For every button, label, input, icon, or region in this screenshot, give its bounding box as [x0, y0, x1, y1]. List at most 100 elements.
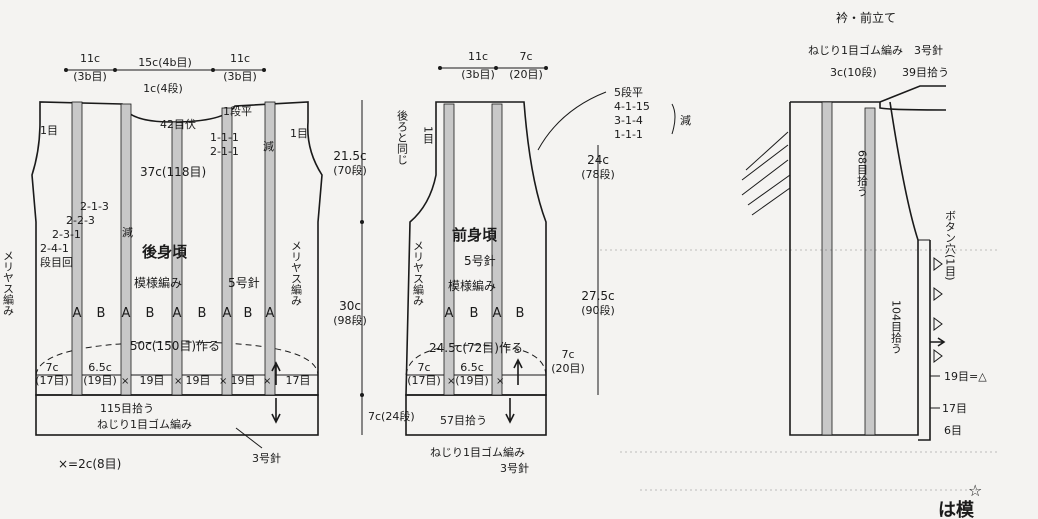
front-cast-on: 24.5c(72目)作る: [429, 341, 523, 355]
front-lower-rows: (90段): [581, 303, 615, 317]
back-top-width-right: 11c: [230, 52, 250, 65]
front-neck-dec-3: 1-1-1: [614, 128, 643, 141]
back-armhole-dec-4: 段目回: [40, 255, 73, 269]
band-st6: 6目: [944, 424, 962, 437]
back-cast-on: 50c(150目)作る: [130, 339, 220, 353]
back-dec-mark-right: 減: [263, 139, 274, 153]
back-neck-sts: 42目伏: [160, 117, 196, 131]
front-neck-mark: 減: [680, 113, 691, 127]
ab-label: B: [198, 306, 207, 321]
band-st19: 19目=△: [944, 370, 987, 383]
back-chest: 37c(118目): [140, 165, 206, 179]
body-height: 30c: [339, 299, 361, 313]
ab-label: A: [445, 306, 454, 321]
back-pickup: 115目拾う: [100, 401, 154, 415]
band-pickup-top: 39目拾う: [902, 65, 949, 79]
ab-label: B: [97, 306, 106, 321]
footer-text: は模: [938, 499, 975, 519]
band-buttonhole: ボタン穴(1目): [944, 210, 957, 281]
rib-height: 7c(24段): [368, 409, 415, 423]
front-neck-rows: (78段): [581, 167, 615, 181]
back-piece: 11c 15c(4b目) 11c (3b目) (3b目) 1c(4段) 42目伏…: [2, 52, 323, 471]
back-top-sub-left: (3b目): [73, 70, 107, 83]
back-armhole-dec-3: 2-4-1: [40, 242, 69, 255]
back-neck-dec-0: 1段平: [223, 104, 252, 118]
front-top-sub-0: (3b目): [461, 68, 495, 81]
front-neck-dec-2: 3-1-4: [614, 114, 643, 127]
ab-label: B: [516, 306, 525, 321]
body-rows: (98段): [333, 313, 367, 327]
front-bottom-w2: 7c: [561, 348, 574, 361]
front-back-same: 後ろと同じ: [396, 109, 409, 165]
ab-label: A: [173, 306, 182, 321]
front-neck-height: 24c: [587, 153, 609, 167]
back-bottom-w2: 19目: [140, 374, 165, 387]
front-neck-dec-0: 5段平: [614, 85, 643, 99]
front-lower-height: 27.5c: [581, 289, 614, 303]
band-title: 衿・前立て: [836, 10, 896, 25]
back-neck-dec-2: 2-1-1: [210, 145, 239, 158]
ab-label: A: [73, 306, 82, 321]
back-dec-mark-left: 減: [122, 225, 133, 239]
front-pickup: 57目拾う: [440, 413, 487, 427]
height-dims: 21.5c (70段) 30c (98段) 7c(24段): [333, 100, 415, 435]
front-bottom-sub0: (17目): [407, 374, 441, 387]
svg-text:×: ×: [496, 376, 504, 387]
band-pickup-104: 104目拾う: [890, 300, 903, 354]
band-st17: 17目: [942, 402, 967, 415]
front-needle: 5号針: [464, 253, 496, 268]
back-armhole-dec-0: 2-1-3: [80, 200, 109, 213]
back-needle: 5号針: [228, 275, 260, 290]
front-side: メリヤス編み: [412, 240, 425, 306]
front-needle3: 3号針: [500, 461, 529, 475]
ab-label: B: [146, 306, 155, 321]
front-bottom-w1: 6.5c: [460, 361, 484, 374]
front-neck-dec-1: 4-1-15: [614, 100, 650, 113]
front-bottom-sub1: (19目): [455, 374, 489, 387]
back-neck-dec-1: 1-1-1: [210, 131, 239, 144]
svg-text:×: ×: [121, 376, 129, 387]
ab-label: A: [223, 306, 232, 321]
back-bottom-sub1: (19目): [83, 374, 117, 387]
back-needle3: 3号針: [252, 451, 281, 465]
front-ribbing-label: ねじり1目ゴム編み: [430, 445, 525, 459]
front-ab-labels: A B A B: [445, 306, 525, 321]
back-bottom-w5: 17目: [286, 374, 311, 387]
front-ribbing: [405, 394, 547, 436]
back-bottom-w0: 7c: [45, 361, 58, 374]
back-top-width-center: 15c(4b目): [138, 56, 192, 69]
back-title: 後身頃: [141, 243, 188, 261]
ab-label: B: [470, 306, 479, 321]
back-bottom-w1: 6.5c: [88, 361, 112, 374]
band-top-rows: 3c(10段): [830, 65, 877, 79]
back-bottom-w4: 19目: [231, 374, 256, 387]
svg-text:×: ×: [174, 376, 182, 387]
ab-label: B: [244, 306, 253, 321]
back-top-width-left: 11c: [80, 52, 100, 65]
front-outline: [405, 101, 547, 396]
back-ribbing-label: ねじり1目ゴム編み: [97, 417, 192, 431]
back-pattern: 模様編み: [134, 275, 182, 290]
back-ab-labels: A B A B A B A B A: [73, 306, 275, 321]
front-top-sub-1: (20目): [509, 68, 543, 81]
band-pickup-68: 68目拾う: [856, 150, 869, 197]
back-side-left: メリヤス編み: [2, 250, 15, 316]
front-one-st: 1目: [422, 126, 435, 144]
background-bleed: [600, 249, 1000, 491]
front-title: 前身頃: [452, 226, 498, 244]
armhole-height: 21.5c: [333, 149, 366, 163]
back-armhole-dec-2: 2-3-1: [52, 228, 81, 241]
back-bottom-sub0: (17目): [35, 374, 69, 387]
ab-label: A: [493, 306, 502, 321]
svg-text:×: ×: [447, 376, 455, 387]
ab-label: A: [122, 306, 131, 321]
back-one-st-right: 1目: [290, 127, 308, 140]
front-bottom-sub2: (20目): [551, 362, 585, 375]
back-bottom-w3: 19目: [186, 374, 211, 387]
svg-text:×: ×: [263, 376, 271, 387]
ab-label: A: [266, 306, 275, 321]
armhole-rows: (70段): [333, 163, 367, 177]
back-top-sub-right: (3b目): [223, 70, 257, 83]
back-one-st-left: 1目: [40, 124, 58, 137]
